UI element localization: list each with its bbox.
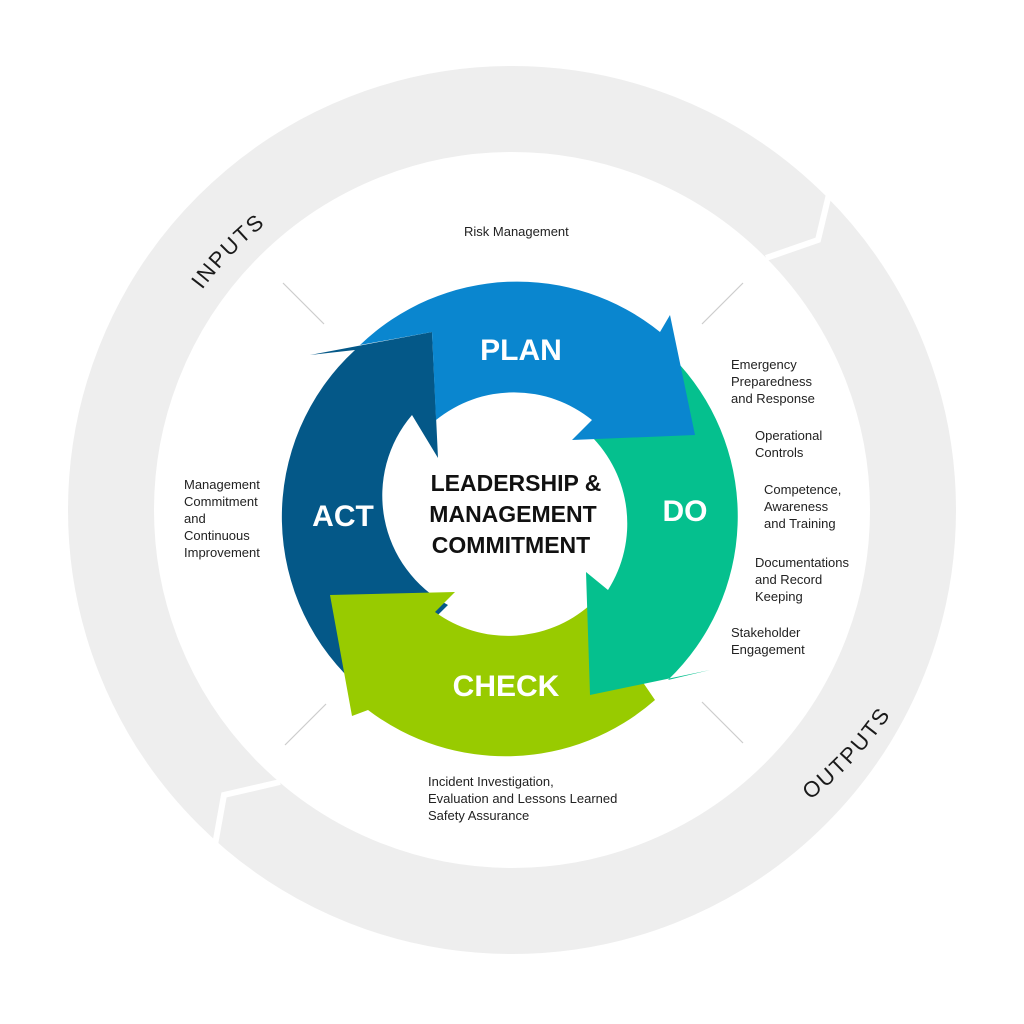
center-title: LEADERSHIP & MANAGEMENT COMMITMENT bbox=[429, 470, 601, 558]
separator-tick-bottom-right bbox=[701, 701, 744, 744]
do-arrow bbox=[586, 365, 738, 695]
check-label: CHECK bbox=[453, 670, 560, 703]
outer-ring-band bbox=[68, 66, 956, 954]
note-competence-training: Competence, Awareness and Training bbox=[764, 482, 842, 531]
separator-tick-top-left bbox=[282, 282, 325, 325]
note-incident-investigation: Incident Investigation, Evaluation and L… bbox=[428, 774, 618, 823]
plan-label: PLAN bbox=[480, 334, 562, 367]
note-management-commitment: Management Commitment and Continuous Imp… bbox=[184, 477, 260, 560]
separator-tick-top-right bbox=[701, 282, 744, 325]
pdca-cycle bbox=[281, 281, 738, 757]
center-line-2: MANAGEMENT bbox=[429, 501, 596, 527]
separator-tick-bottom-left bbox=[284, 703, 327, 746]
ring-gap-upper-right bbox=[765, 189, 833, 261]
act-label: ACT bbox=[312, 500, 374, 533]
check-arrow bbox=[330, 592, 655, 757]
center-line-1: LEADERSHIP & bbox=[431, 470, 602, 496]
plan-arrow bbox=[360, 281, 695, 440]
note-operational-controls: Operational Controls bbox=[755, 428, 823, 460]
do-label: DO bbox=[663, 495, 708, 528]
ring-gap-lower-left bbox=[212, 779, 281, 846]
note-documentation: Documentations and Record Keeping bbox=[755, 555, 849, 604]
center-line-3: COMMITMENT bbox=[432, 532, 590, 558]
note-risk-management: Risk Management bbox=[464, 224, 569, 239]
note-emergency-preparedness: Emergency Preparedness and Response bbox=[731, 357, 815, 406]
note-stakeholder-engagement: Stakeholder Engagement bbox=[731, 625, 805, 657]
outer-ring bbox=[68, 66, 956, 954]
